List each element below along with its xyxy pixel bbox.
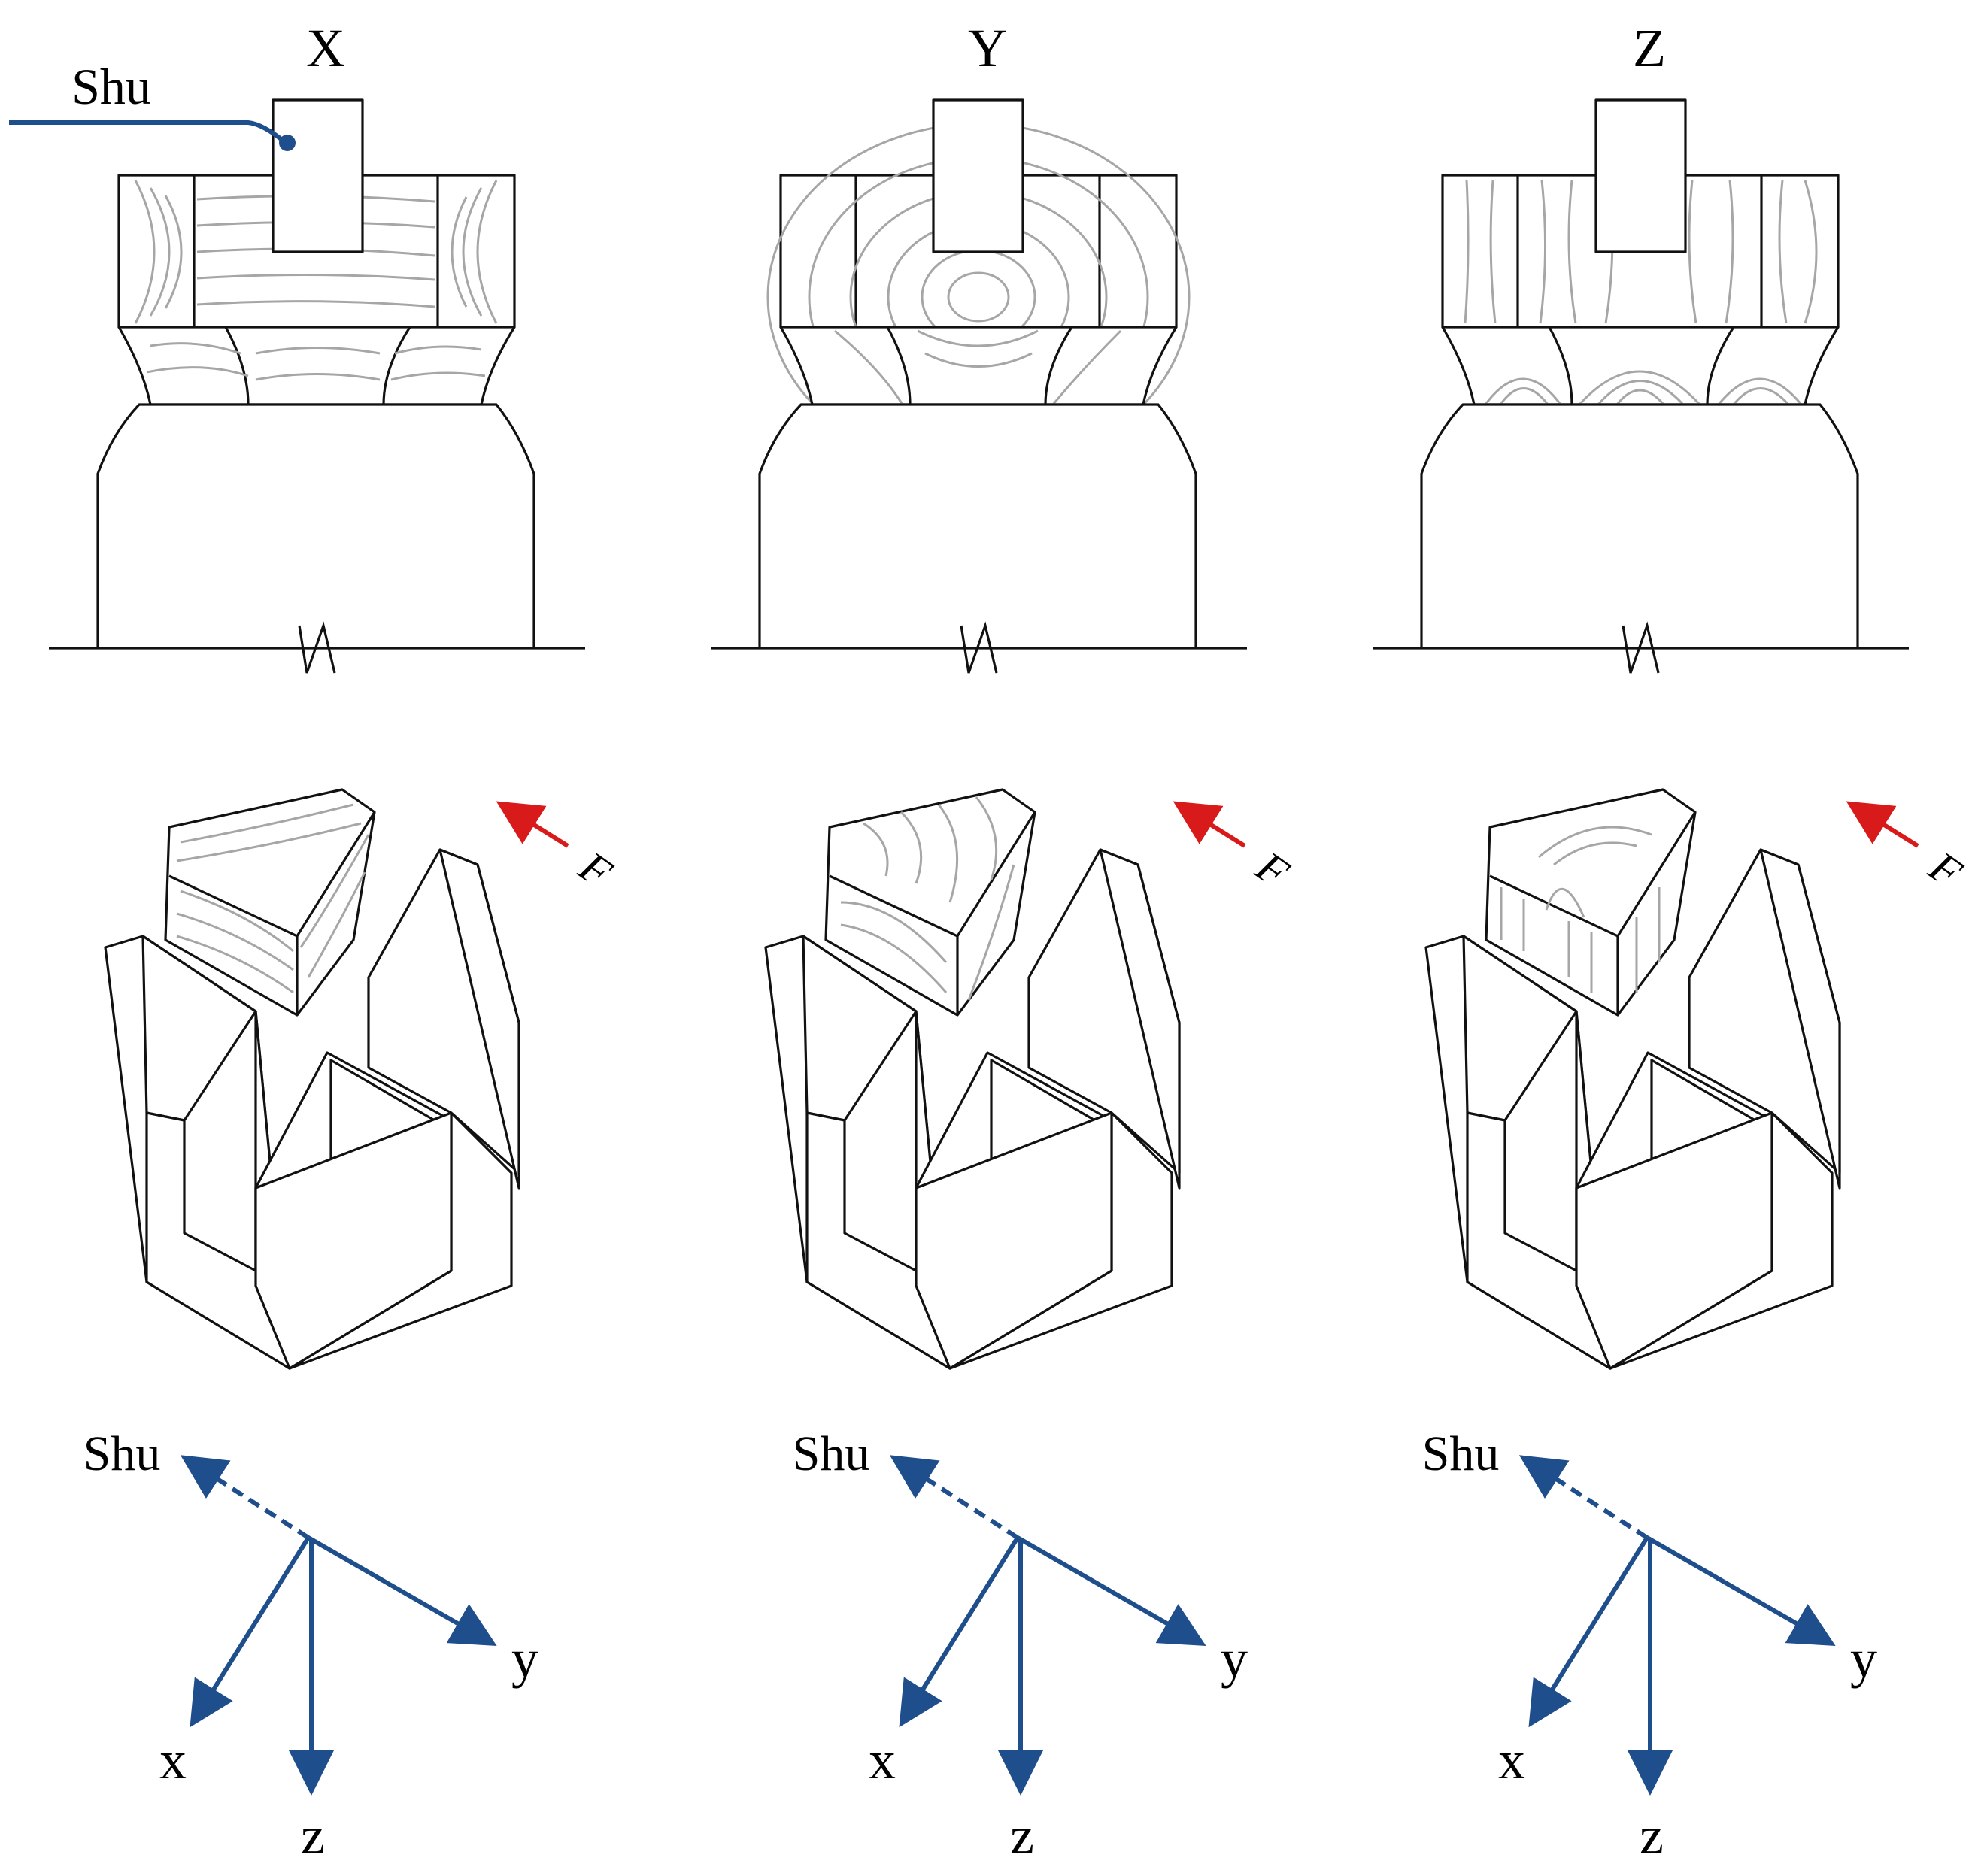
force-arrow-y: F (1173, 801, 1298, 898)
shu-tenon-x (272, 98, 364, 253)
column-y-elevation: Y (711, 18, 1247, 674)
column-z-elevation: Z (1373, 18, 1909, 674)
shu-block-y (824, 788, 1036, 1017)
neck-y (779, 326, 1178, 406)
force-label-y: F (1247, 841, 1298, 897)
force-arrow-z: F (1846, 801, 1971, 898)
pillar-z (1420, 403, 1859, 647)
axis-label-shu-x: Shu (83, 1426, 161, 1481)
axis-triad-y: Shu y x z (793, 1426, 1248, 1865)
axis-label-y-z: y (1850, 1629, 1877, 1689)
callout-label-shu: Shu (71, 58, 151, 115)
break-mark-z (1622, 621, 1660, 674)
iso-block-z (1424, 788, 1841, 1370)
shu-tenon-y (932, 98, 1024, 253)
iso-block-y (764, 788, 1181, 1370)
axis-label-shu-z: Shu (1422, 1426, 1500, 1481)
axis-label-z-z: z (1640, 1805, 1664, 1865)
shu-tenon-z (1594, 98, 1687, 253)
shu-block-x (164, 788, 376, 1017)
axis-label-y-x: y (511, 1629, 538, 1689)
force-arrow-x: F (496, 801, 621, 898)
axis-label-x-z: x (1498, 1730, 1525, 1790)
pillar-y (758, 403, 1197, 647)
break-mark-x (298, 621, 336, 674)
axis-label-z-x: z (301, 1805, 325, 1865)
force-label-x: F (570, 841, 621, 897)
axis-triad-z: Shu y x z (1422, 1426, 1877, 1865)
shu-block-z (1485, 788, 1697, 1017)
column-x-elevation: X (49, 18, 585, 674)
axis-label-x-x: x (159, 1730, 187, 1790)
axis-label-z-y: z (1010, 1805, 1034, 1865)
neck-z (1441, 326, 1840, 406)
pillar-x (96, 403, 535, 647)
neck-x (117, 326, 516, 406)
axis-label-shu-y: Shu (793, 1426, 870, 1481)
shu-callout: Shu (9, 58, 296, 151)
column-label-y: Y (968, 18, 1007, 78)
iso-block-x (104, 788, 520, 1370)
break-mark-y (960, 621, 998, 674)
axis-label-x-y: x (869, 1730, 896, 1790)
column-label-z: Z (1633, 18, 1666, 78)
axis-triad-x: Shu y x z (83, 1426, 538, 1865)
column-label-x: X (306, 18, 345, 78)
force-label-z: F (1920, 841, 1971, 897)
axis-label-y-y: y (1221, 1629, 1248, 1689)
